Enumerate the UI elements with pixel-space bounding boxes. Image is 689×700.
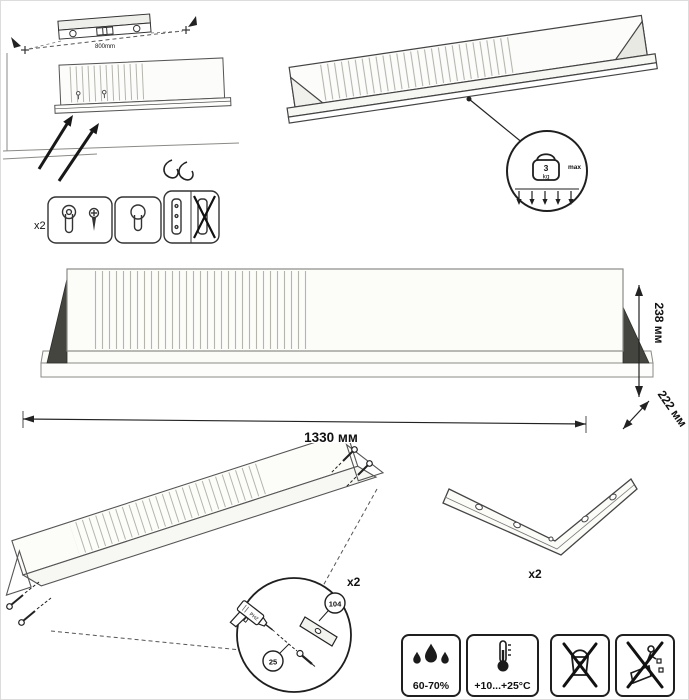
wall-mounting-diagram: 800mm x2 <box>2 13 240 244</box>
load-unit-label: kg <box>543 174 550 181</box>
load-max-label: max <box>568 164 581 171</box>
groove-panel <box>91 271 309 349</box>
screw-in-detail-icon <box>276 633 316 667</box>
no-washing-icon <box>562 642 598 688</box>
crossed-out-bracket-icon <box>193 195 216 239</box>
water-drops-icon <box>413 643 449 664</box>
bracket-count-label: x2 <box>528 567 542 581</box>
height-dimension-label: 238 мм <box>652 302 666 343</box>
bracket-assembly-diagram: PH2 104 25 x2 <box>5 443 385 693</box>
keyhole-hanger-icon <box>61 204 77 234</box>
detail-leader-left <box>50 630 242 651</box>
wall-corner-lines <box>2 53 240 160</box>
hardware-count-label: x2 <box>34 220 46 232</box>
flat-bracket-icon <box>171 198 182 235</box>
distributed-load-arrows <box>515 188 579 205</box>
care-icons-row: 60-70% +10...+25°C <box>401 634 675 697</box>
assembly-count-label: x2 <box>347 575 361 589</box>
shelf-perspective-drawing <box>286 14 658 124</box>
shelf-front-view <box>40 268 654 378</box>
humidity-label: 60-70% <box>412 679 450 692</box>
no-climbing-box <box>615 634 675 697</box>
keyhole-slot-box <box>114 196 162 244</box>
wall-hook-icon <box>163 159 194 181</box>
left-screws <box>6 581 52 626</box>
keyhole-slot-icon <box>130 204 146 232</box>
temperature-limit-box: +10...+25°C <box>466 634 539 697</box>
bracket-part-diagram: x2 <box>442 478 638 581</box>
callout-line <box>468 98 525 145</box>
right-screws <box>330 446 373 488</box>
left-side-bracket <box>46 278 68 364</box>
height-dimension <box>635 285 643 397</box>
screw-ref-badge: 104 <box>318 592 346 622</box>
right-side-bracket <box>622 306 650 364</box>
no-climbing-icon <box>626 641 664 689</box>
hanger-position-arrows <box>37 115 99 182</box>
screw-ref-label: 104 <box>329 600 342 609</box>
keyhole-hanger-box <box>47 196 113 244</box>
mounting-distance-label: 800mm <box>95 44 115 50</box>
depth-dimension <box>622 400 650 430</box>
measuring-dashed-line <box>28 30 183 50</box>
bracket-ref-badge: 25 <box>262 643 290 672</box>
bracket-in-detail <box>299 616 338 647</box>
left-assembly-bracket <box>5 549 32 596</box>
load-limit-diagram: 3 kg max <box>286 14 658 212</box>
detail-leader-right <box>318 488 378 594</box>
load-value-label: 3 <box>544 163 549 173</box>
right-assembly-bracket <box>345 443 385 482</box>
drill-ph2-icon: PH2 <box>229 600 275 632</box>
assembly-detail-callout: PH2 104 25 <box>229 577 352 693</box>
depth-dimension-label: 222 мм <box>655 388 689 430</box>
mounted-shelf-drawing <box>54 57 232 114</box>
shelf-back-perspective <box>5 443 385 596</box>
width-dimension-label: 1330 мм <box>304 430 358 445</box>
bit-label: PH2 <box>248 612 260 623</box>
spirit-level-icon <box>57 13 152 40</box>
main-dimension-view: 1330 мм 238 мм 222 мм <box>22 268 689 445</box>
temperature-label: +10...+25°C <box>474 679 531 692</box>
thermometer-icon <box>497 640 511 672</box>
humidity-limit-box: 60-70% <box>401 634 461 697</box>
no-washing-box <box>550 634 610 697</box>
screw-icon <box>88 207 100 231</box>
weight-3kg-max-icon <box>532 153 560 181</box>
mounting-bracket-icon <box>442 478 638 556</box>
width-dimension <box>22 411 587 433</box>
bracket-ref-label: 25 <box>269 658 277 667</box>
wall-anchor-marks <box>11 16 197 54</box>
weight-limit-callout: 3 kg max <box>506 130 588 212</box>
excluded-fittings-box <box>163 190 220 244</box>
